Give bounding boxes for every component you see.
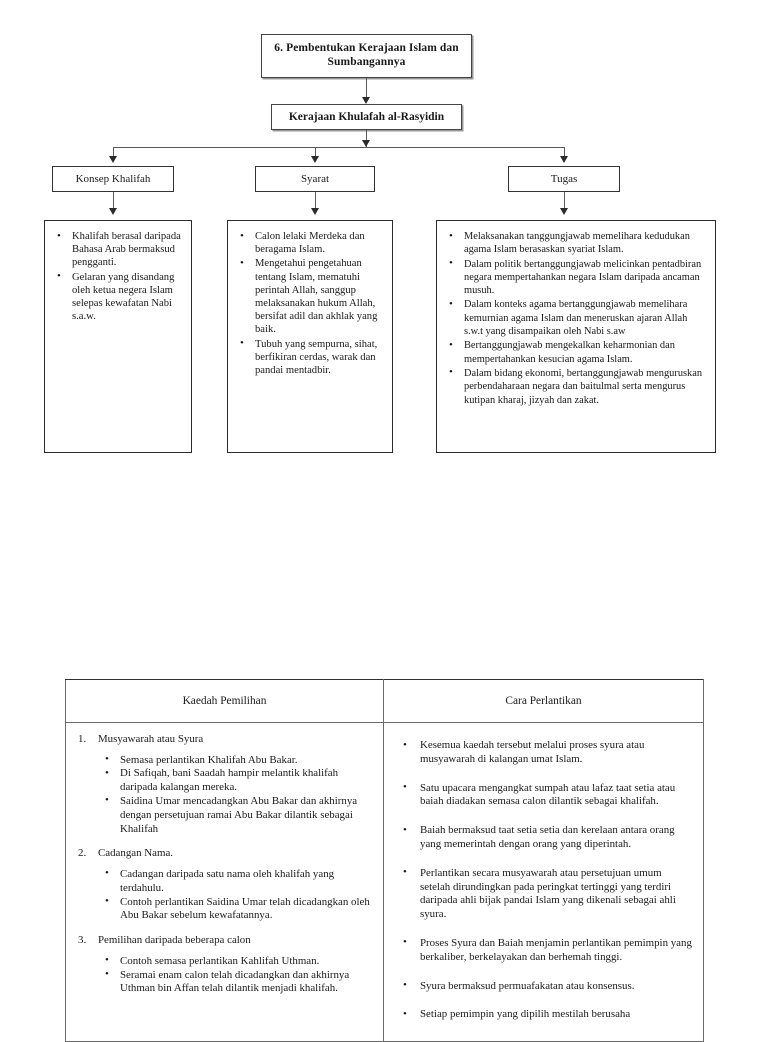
list-item: Satu upacara mengangkat sumpah atau lafa… <box>394 781 693 810</box>
arrow-bus-to-cat-1 <box>108 156 117 163</box>
numbered-list-kaedah: 1. Musyawarah atau Syura Semasa perlanti… <box>76 733 373 996</box>
list-item: Dalam konteks agama bertanggungjawab mem… <box>445 298 707 338</box>
connector-bus-to-cat-1 <box>113 147 115 159</box>
item-title: Pemilihan daripada beberapa calon <box>98 934 251 947</box>
sub-bullet-list: Contoh semasa perlantikan Kahlifah Uthma… <box>98 954 373 997</box>
list-item: Setiap pemimpin yang dipilih mestilah be… <box>394 1008 693 1022</box>
bullet-list-cara-perlantikan: Kesemua kaedah tersebut melalui proses s… <box>394 739 693 1022</box>
table-cell-cara-perlantikan: Kesemua kaedah tersebut melalui proses s… <box>383 721 704 1042</box>
table-header-kaedah-pemilihan: Kaedah Pemilihan <box>65 679 384 723</box>
list-item: Syura bermaksud permuafakatan atau konse… <box>394 979 693 994</box>
arrow-cat3-to-content3 <box>559 208 568 215</box>
list-item: Cadangan daripada satu nama oleh khalifa… <box>98 867 373 896</box>
list-item: Khalifah berasal daripada Bahasa Arab be… <box>53 230 183 270</box>
connector-cat3-to-content3 <box>564 192 566 210</box>
table-row: 1. Musyawarah atau Syura Semasa perlanti… <box>65 721 704 1042</box>
item-title: Cadangan Nama. <box>98 847 173 860</box>
list-item: Di Safiqah, bani Saadah hampir melantik … <box>98 767 373 795</box>
arrow-bus-to-cat-2 <box>310 156 319 163</box>
table-cell-kaedah-pemilihan: 1. Musyawarah atau Syura Semasa perlanti… <box>65 721 384 1042</box>
list-item: Dalam politik bertanggungjawab melicinka… <box>445 257 707 298</box>
list-item: Contoh perlantikan Saidina Umar telah di… <box>98 895 373 924</box>
category-box-syarat: Syarat <box>255 166 375 192</box>
arrow-cat1-to-content1 <box>108 208 117 215</box>
list-item: Contoh semasa perlantikan Kahlifah Uthma… <box>98 954 373 969</box>
comparison-table: Kaedah Pemilihan Cara Perlantikan 1. Mus… <box>65 679 704 1042</box>
list-item: Melaksanakan tanggungjawab memelihara ke… <box>445 230 707 257</box>
arrow-cat2-to-content2 <box>310 208 319 215</box>
category-box-tugas: Tugas <box>508 166 620 192</box>
category-label-tugas: Tugas <box>550 173 578 185</box>
list-item: Perlantikan secara musyawarah atau perse… <box>394 866 693 922</box>
list-item: Baiah bermaksud taat setia setia dan ker… <box>394 824 693 852</box>
list-item: 3. Pemilihan daripada beberapa calon Con… <box>76 934 373 996</box>
level2-title-box: Kerajaan Khulafah al-Rasyidin <box>271 104 462 130</box>
list-item: Tubuh yang sempurna, sihat, berfikiran c… <box>236 337 384 378</box>
item-number: 1. <box>78 733 87 745</box>
connector-cat1-to-content1 <box>113 192 115 210</box>
list-item: Proses Syura dan Baiah menjamin perlanti… <box>394 936 693 965</box>
item-number: 2. <box>78 847 87 860</box>
content-box-syarat: Calon lelaki Merdeka dan beragama Islam.… <box>227 220 393 453</box>
bullet-list-syarat: Calon lelaki Merdeka dan beragama Islam.… <box>236 229 384 378</box>
bullet-list-konsep-khalifah: Khalifah berasal daripada Bahasa Arab be… <box>53 230 183 323</box>
connector-bus-to-cat-2 <box>315 147 317 159</box>
category-box-konsep-khalifah: Konsep Khalifah <box>52 166 174 192</box>
arrow-level2-stem <box>361 140 370 147</box>
sub-bullet-list: Cadangan daripada satu nama oleh khalifa… <box>98 867 373 924</box>
category-label-syarat: Syarat <box>300 173 330 185</box>
content-box-konsep-khalifah: Khalifah berasal daripada Bahasa Arab be… <box>44 220 192 453</box>
list-item: 2. Cadangan Nama. Cadangan daripada satu… <box>76 847 373 923</box>
root-title-box: 6. Pembentukan Kerajaan Islam dan Sumban… <box>261 34 472 78</box>
list-item: Saidina Umar mencadangkan Abu Bakar dan … <box>98 794 373 836</box>
arrow-bus-to-cat-3 <box>559 156 568 163</box>
list-item: Dalam bidang ekonomi, bertanggungjawab m… <box>445 366 707 407</box>
list-item: Mengetahui pengetahuan tentang Islam, me… <box>236 257 384 336</box>
sub-bullet-list: Semasa perlantikan Khalifah Abu Bakar. D… <box>98 753 373 837</box>
level2-title-text: Kerajaan Khulafah al-Rasyidin <box>288 111 445 123</box>
list-item: Semasa perlantikan Khalifah Abu Bakar. <box>98 753 373 768</box>
list-item: Seramai enam calon telah dicadangkan dan… <box>98 968 373 997</box>
root-title-text: 6. Pembentukan Kerajaan Islam dan Sumban… <box>274 42 459 68</box>
connector-cat2-to-content2 <box>315 192 317 210</box>
item-title: Musyawarah atau Syura <box>98 733 204 745</box>
category-label-konsep-khalifah: Konsep Khalifah <box>75 173 151 185</box>
connector-bus-horizontal <box>113 147 564 149</box>
list-item: Bertanggungjawab mengekalkan keharmonian… <box>445 339 707 366</box>
arrow-root-to-level2 <box>361 97 370 104</box>
connector-bus-to-cat-3 <box>564 147 566 159</box>
list-item: Calon lelaki Merdeka dan beragama Islam. <box>236 229 384 256</box>
table-header-row: Kaedah Pemilihan Cara Perlantikan <box>65 679 704 723</box>
table-header-cara-perlantikan: Cara Perlantikan <box>383 679 704 723</box>
list-item: Gelaran yang disandang oleh ketua negera… <box>53 270 183 324</box>
list-item: Kesemua kaedah tersebut melalui proses s… <box>394 739 693 767</box>
list-item: 1. Musyawarah atau Syura Semasa perlanti… <box>76 733 373 836</box>
connector-root-to-level2 <box>366 78 368 98</box>
item-number: 3. <box>78 934 87 947</box>
content-box-tugas: Melaksanakan tanggungjawab memelihara ke… <box>436 220 716 453</box>
connector-level2-stem <box>366 130 368 147</box>
bullet-list-tugas: Melaksanakan tanggungjawab memelihara ke… <box>445 230 707 407</box>
